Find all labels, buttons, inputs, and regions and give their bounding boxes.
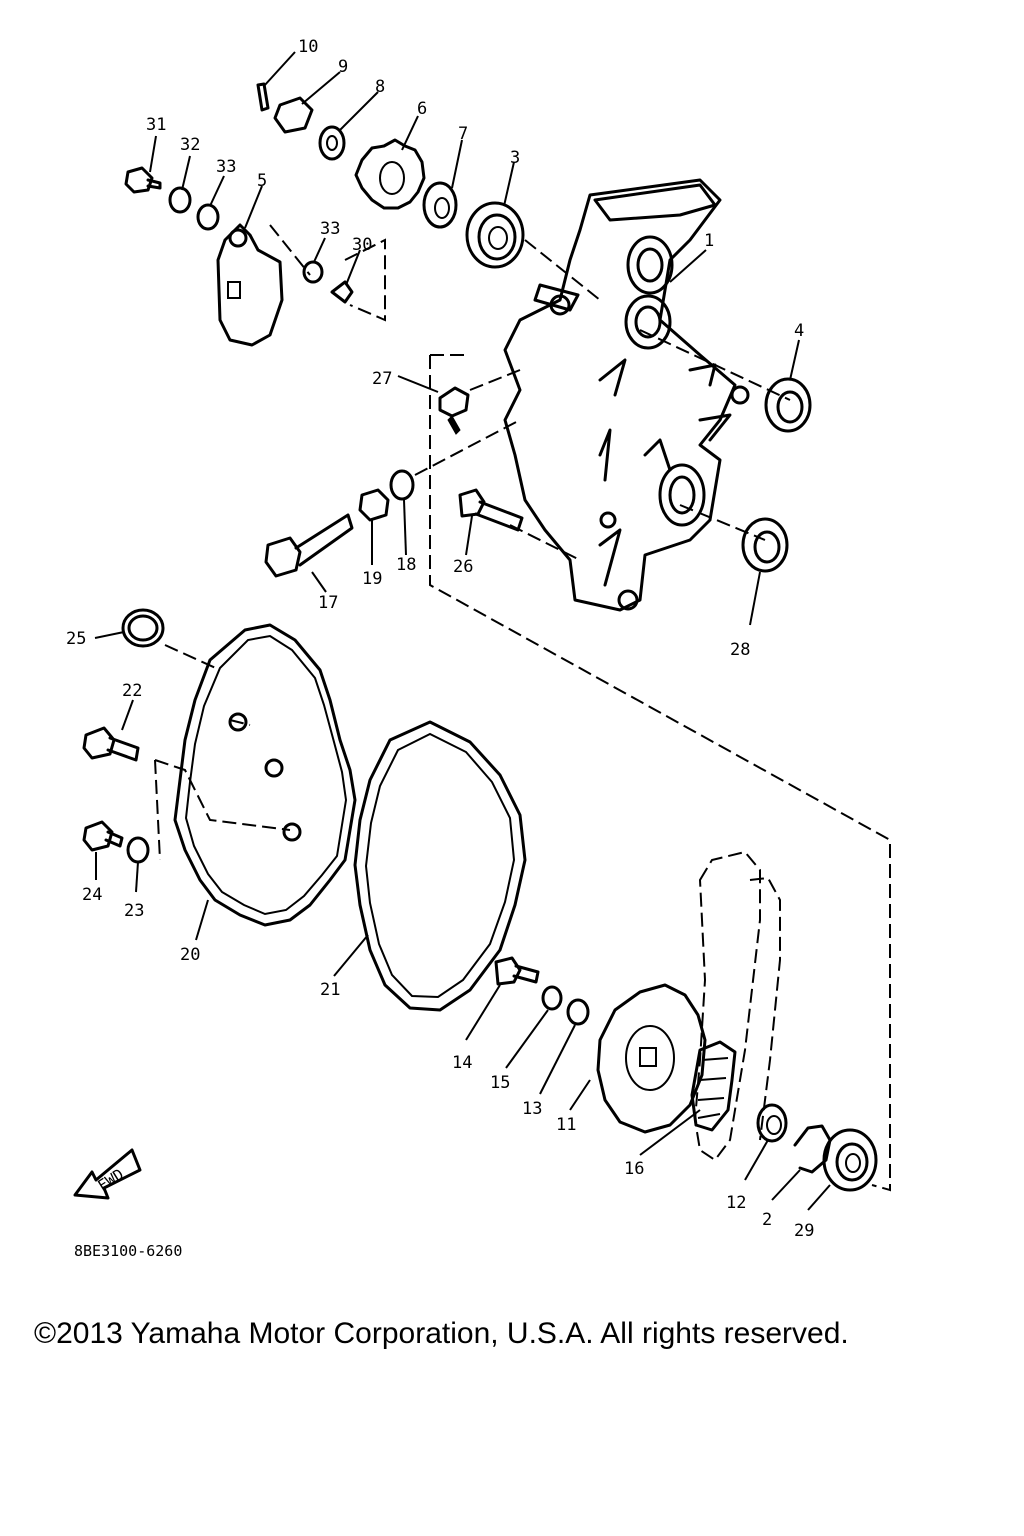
fwd-label: FWD	[94, 1165, 127, 1195]
label-4: 4	[794, 321, 804, 341]
case-assembly	[503, 178, 750, 612]
label-30: 30	[352, 235, 372, 255]
label-25: 25	[66, 629, 86, 649]
label-32: 32	[180, 135, 200, 155]
label-31: 31	[146, 115, 166, 135]
label-17: 17	[318, 593, 338, 613]
fwd-arrow: FWD	[73, 1148, 142, 1200]
label-5: 5	[257, 171, 267, 191]
drawing-code: 8BE3100-6260	[74, 1242, 182, 1260]
label-18: 18	[396, 555, 416, 575]
lower-drive-parts	[596, 850, 878, 1192]
copyright-text: ©2013 Yamaha Motor Corporation, U.S.A. A…	[34, 1317, 849, 1350]
label-10: 10	[298, 37, 318, 57]
label-2: 2	[762, 1210, 772, 1230]
label-29: 29	[794, 1221, 814, 1241]
label-28: 28	[730, 640, 750, 660]
label-13: 13	[522, 1099, 542, 1119]
label-3: 3	[510, 148, 520, 168]
label-20: 20	[180, 945, 200, 965]
label-7: 7	[458, 124, 468, 144]
label-9: 9	[338, 57, 348, 77]
label-11: 11	[556, 1115, 576, 1135]
label-8: 8	[375, 77, 385, 97]
upper-parts	[124, 82, 812, 578]
label-19: 19	[362, 569, 382, 589]
label-14: 14	[452, 1053, 472, 1073]
label-23: 23	[124, 901, 144, 921]
label-21: 21	[320, 980, 340, 1000]
leader-lines	[94, 51, 831, 1211]
label-16: 16	[624, 1159, 644, 1179]
label-15: 15	[490, 1073, 510, 1093]
part-labels: 10 9 8 6 7 3 31 32 33 5 33 30 1 4 27 19 …	[66, 37, 814, 1241]
label-1: 1	[704, 231, 714, 251]
label-26: 26	[453, 557, 473, 577]
label-12: 12	[726, 1193, 746, 1213]
label-22: 22	[122, 681, 142, 701]
label-24: 24	[82, 885, 102, 905]
label-6: 6	[417, 99, 427, 119]
label-33: 33	[216, 157, 236, 177]
label-27: 27	[372, 369, 392, 389]
label-33b: 33	[320, 219, 340, 239]
cover-parts	[82, 608, 590, 1026]
